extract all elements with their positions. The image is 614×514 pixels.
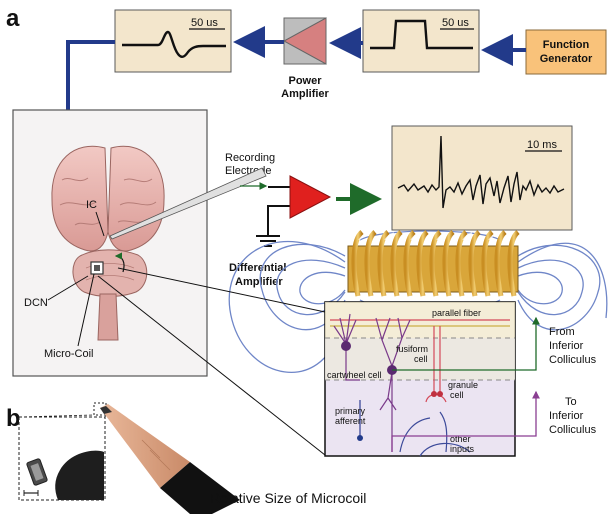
microcoil-photo	[18, 402, 107, 501]
zoom-line-bottom	[97, 275, 326, 456]
response-trace	[397, 135, 565, 209]
fusiform-cell-label: cell	[414, 354, 428, 364]
differential-amplifier-label-2: Amplifier	[235, 276, 283, 288]
scope-response-scale: 10 ms	[527, 139, 557, 151]
other-label: other	[450, 434, 471, 444]
differential-amplifier: Differential Amplifier	[229, 175, 382, 288]
panel-label-b: b	[6, 405, 21, 432]
to-ic-label-3: Colliculus	[549, 424, 597, 436]
micro-coil-label: Micro-Coil	[44, 348, 94, 360]
zoom-line-top	[117, 267, 326, 313]
stimulation-coil	[347, 230, 520, 297]
pulse-waveform	[370, 19, 473, 50]
primary-label: primary	[335, 406, 366, 416]
granule-label: granule	[448, 380, 478, 390]
from-ic-label-3: Colliculus	[549, 354, 597, 366]
function-generator: Function Generator	[525, 29, 607, 75]
differential-amplifier-label-1: Differential	[229, 262, 286, 274]
microcoil-caption: Relative Size of Microcoil	[210, 490, 366, 506]
from-ic-label-2: Inferior	[549, 340, 584, 352]
brain-illustration: IC DCN Micro-Coil	[12, 109, 208, 377]
scope-top-left-scale: 50 us	[191, 17, 218, 29]
parallel-fiber-label: parallel fiber	[432, 308, 481, 318]
function-generator-label-1: Function	[543, 39, 590, 51]
afferent-label: afferent	[335, 416, 366, 426]
ic-label: IC	[86, 199, 97, 211]
stimulus-waveform	[122, 30, 226, 58]
scope-response: 10 ms	[391, 125, 573, 231]
cartwheel-cell-label: cartwheel cell	[327, 370, 382, 380]
pencil-illustration	[100, 404, 240, 514]
panel-label-a: a	[6, 5, 20, 32]
recording-electrode: Recording Electrode	[109, 152, 275, 240]
to-ic-label-1: To	[565, 396, 577, 408]
scope-top-left: 50 us	[114, 9, 232, 73]
dcn-circuit-inset: parallel fiber fusiform cell cartwheel c…	[324, 301, 516, 457]
to-ic-label-2: Inferior	[549, 410, 584, 422]
recording-electrode-label-1: Recording	[225, 152, 275, 164]
power-amplifier-triangle-icon	[282, 17, 327, 65]
from-ic-label-1: From	[549, 326, 575, 338]
function-generator-label-2: Generator	[540, 53, 593, 65]
scope-top-right-scale: 50 us	[442, 17, 469, 29]
granule-cell-label: cell	[450, 390, 464, 400]
power-amplifier: Power Amplifier	[281, 17, 330, 100]
fusiform-label: fusiform	[396, 344, 428, 354]
power-amplifier-label-2: Amplifier	[281, 88, 329, 100]
inputs-label: inputs	[450, 444, 475, 454]
power-amplifier-label-1: Power	[288, 75, 322, 87]
differential-amplifier-triangle-icon	[289, 175, 332, 219]
dcn-label: DCN	[24, 297, 48, 309]
colliculus-connections: From Inferior Colliculus To Inferior Col…	[391, 316, 597, 452]
scope-top-right: 50 us	[362, 9, 480, 73]
